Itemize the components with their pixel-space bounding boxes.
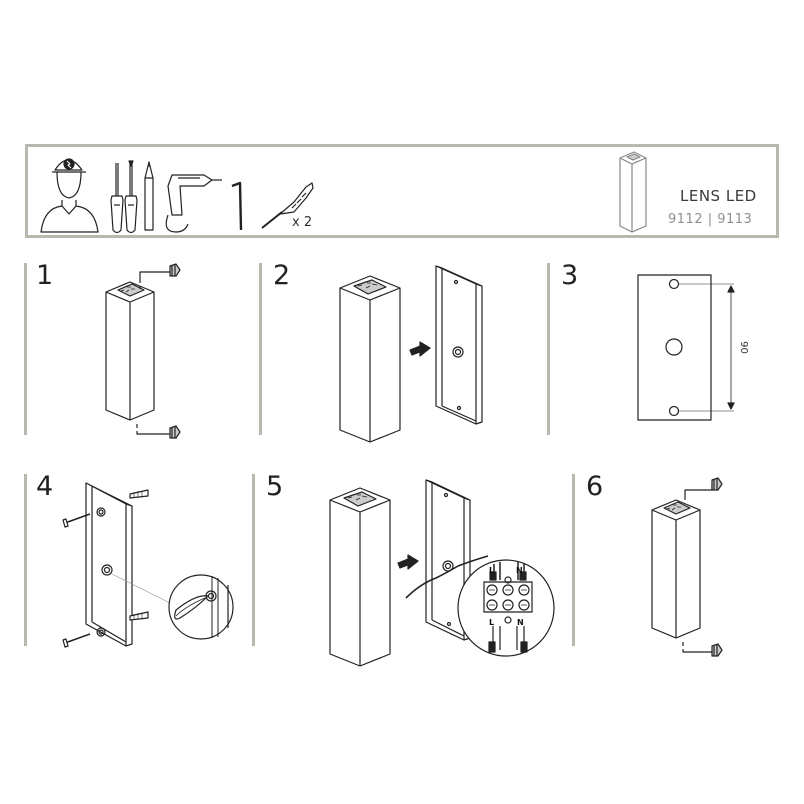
step4-bar: [24, 474, 27, 646]
terminal-label-top-n: N: [516, 566, 523, 575]
terminal-label-bottom-l: L: [489, 618, 495, 627]
step4-number: 4: [36, 471, 54, 502]
header-box: [25, 144, 779, 238]
electrician-icon: [40, 158, 99, 233]
step5-drawing: [329, 479, 555, 667]
terminal-label-bottom-n: N: [517, 618, 524, 627]
screw-dowel-icon: [261, 182, 314, 229]
step5-number: 5: [266, 471, 284, 502]
step1-number: 1: [36, 260, 54, 291]
step6-number: 6: [586, 471, 604, 502]
step6-drawing: [651, 477, 723, 657]
step2-drawing: [339, 265, 483, 443]
step3-drawing: [637, 274, 735, 421]
product-thumbnail-icon: [619, 151, 647, 233]
step2-number: 2: [273, 260, 291, 291]
step2-bar: [259, 263, 262, 435]
step3-number: 3: [561, 260, 579, 291]
pencil-icon: [144, 161, 154, 231]
screwdriver-flat-icon: [110, 163, 124, 234]
product-name: LENS LED: [680, 187, 757, 205]
step6-bar: [572, 474, 575, 646]
screwdriver-phillips-icon: [124, 160, 138, 234]
step3-bar: [547, 263, 550, 435]
hex-key-icon: [231, 181, 243, 231]
terminal-label-top-l: L: [489, 566, 495, 575]
dowel-quantity: x 2: [292, 215, 313, 230]
step1-bar: [24, 263, 27, 435]
step5-bar: [252, 474, 255, 646]
step1-drawing: [105, 263, 181, 439]
drill-icon: [165, 174, 222, 233]
mounting-dimension: 90: [737, 341, 749, 354]
step4-drawing: [62, 482, 234, 648]
product-code: 9112 | 9113: [668, 212, 753, 227]
